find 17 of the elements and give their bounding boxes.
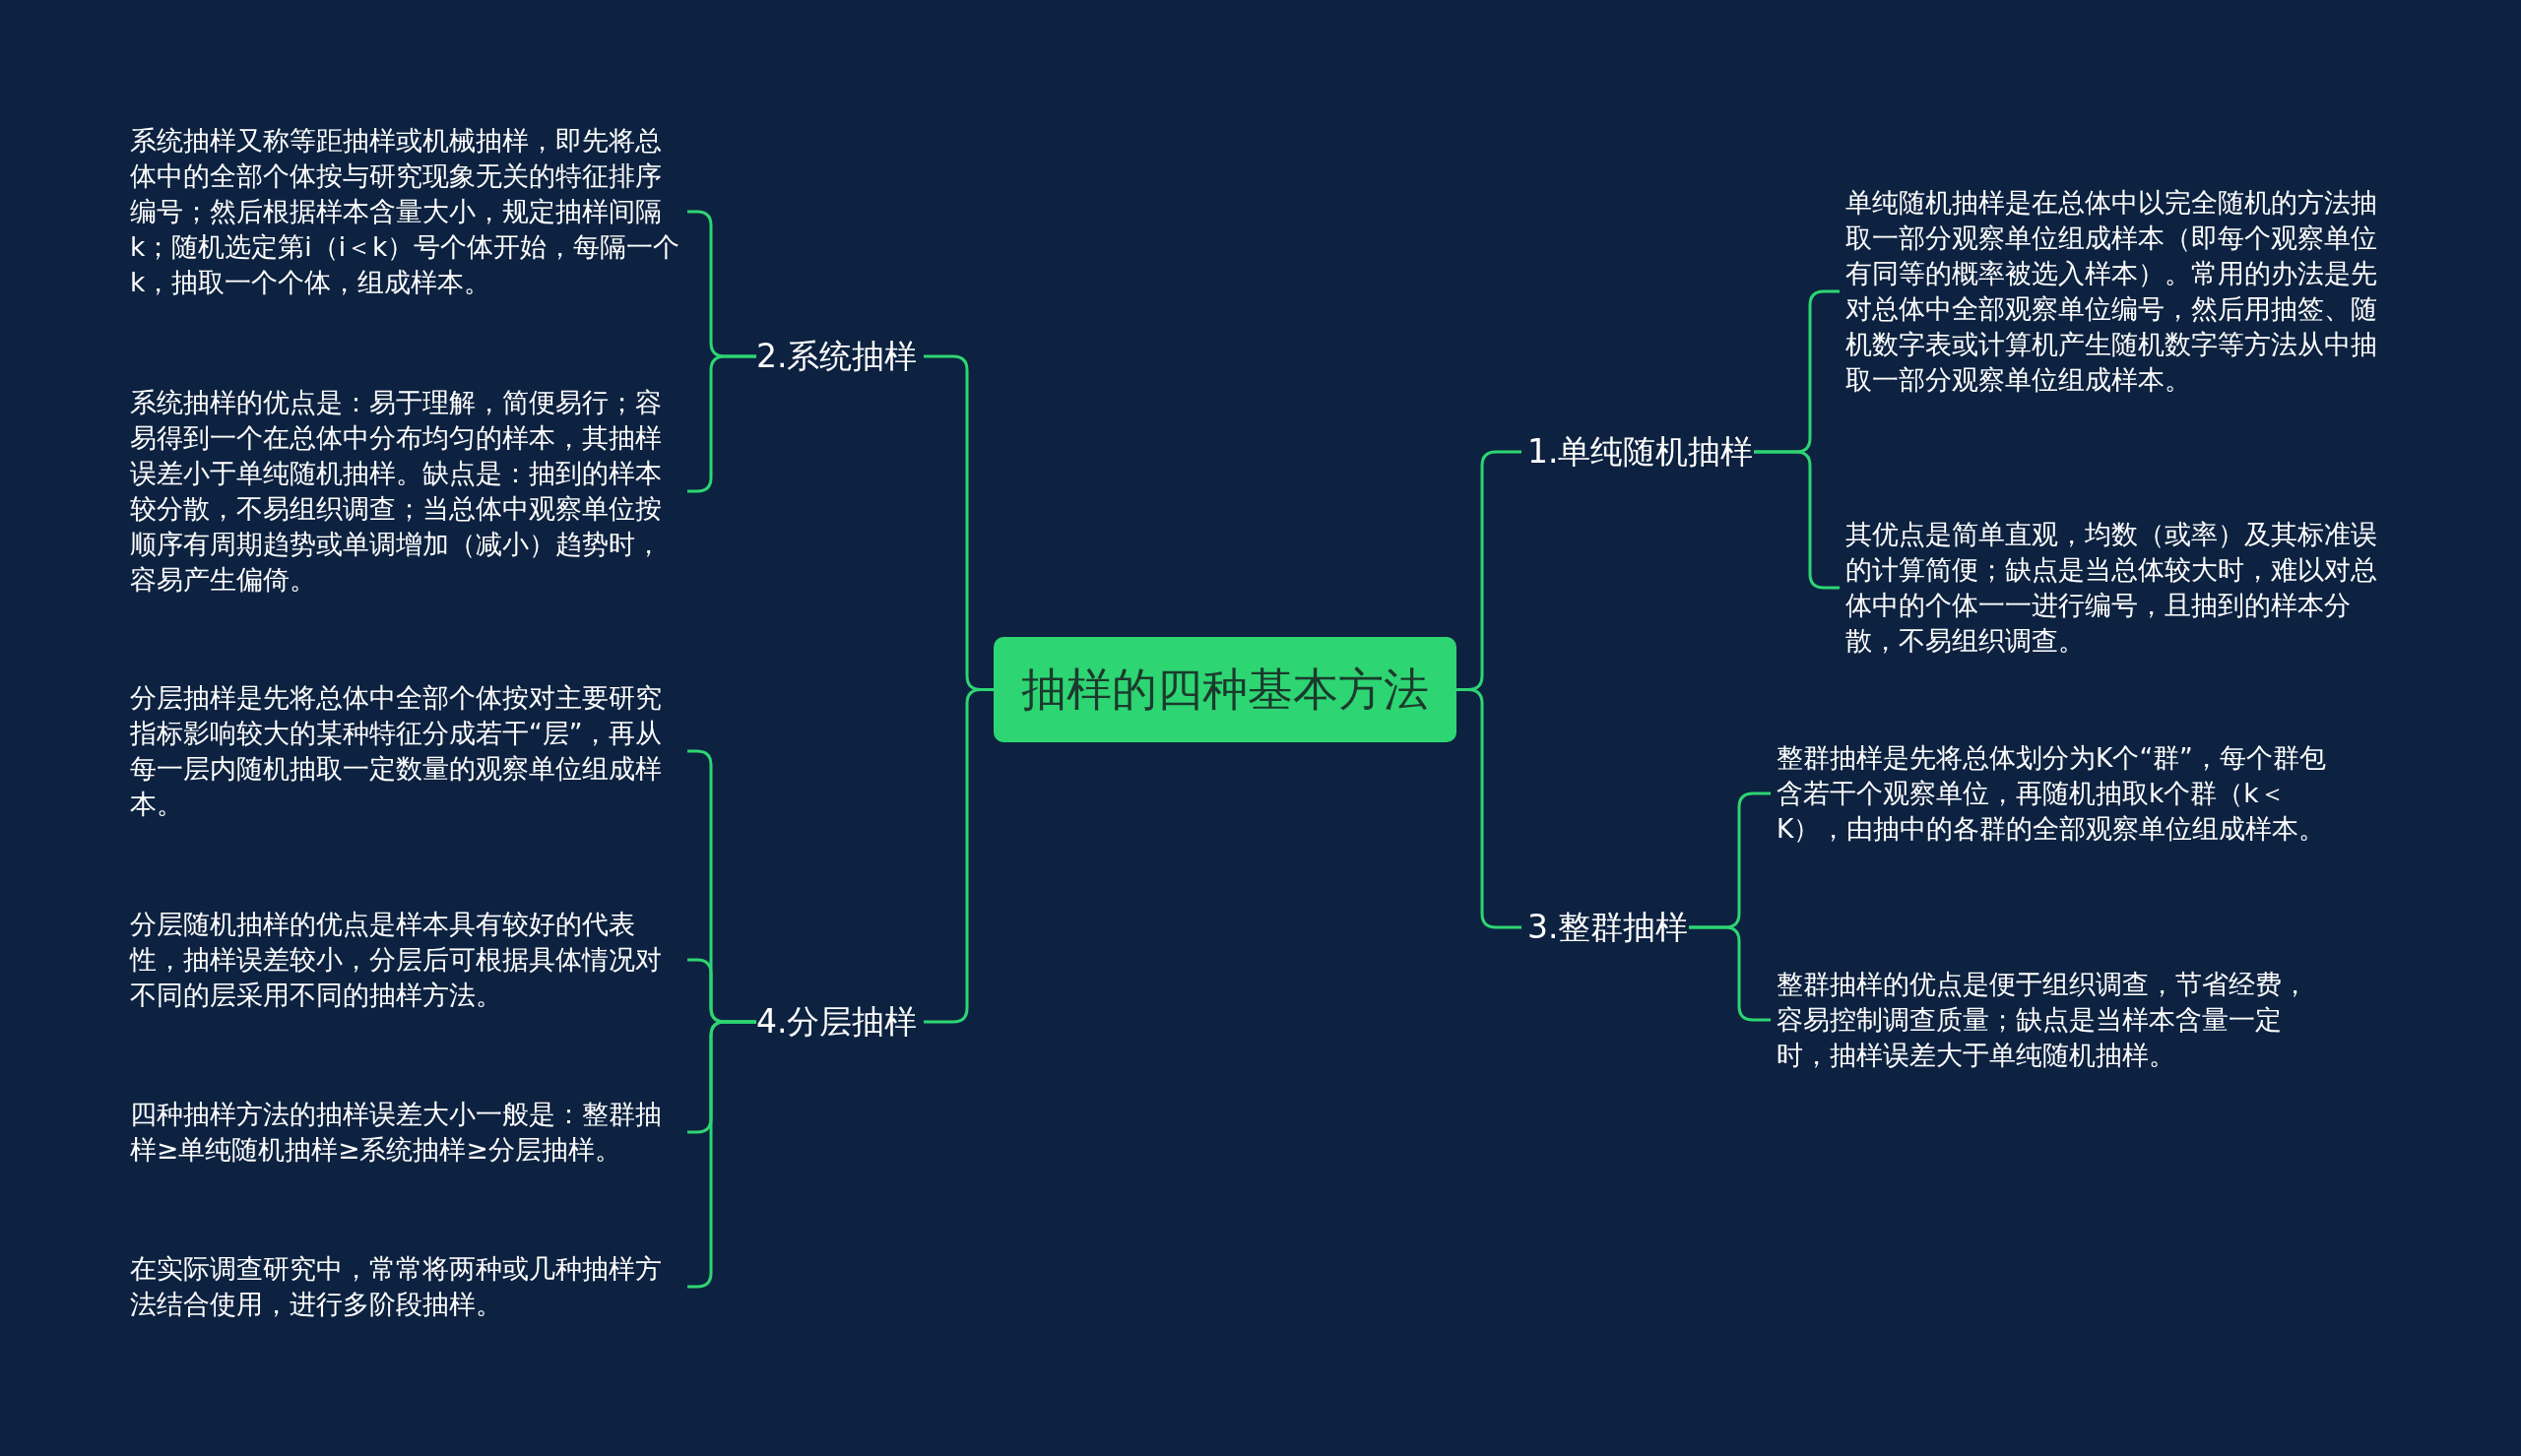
note-text: 整群抽样是先将总体划分为K个“群”，每个群包含若干个观察单位，再随机抽取k个群（k＜K），由抽中的各群的全部观察单位组成样本。 — [1777, 740, 2328, 847]
note-text: 分层抽样是先将总体中全部个体按对主要研究指标影响较大的某种特征分成若干“层”，再从每一层内随机抽取一定数量的观察单位组成样本。 — [130, 680, 681, 822]
branch-topic: 3.整群抽样 — [1527, 906, 1689, 949]
connector-line — [924, 688, 994, 1024]
note-text: 四种抽样方法的抽样误差大小一般是：整群抽样≥单纯随机抽样≥系统抽样≥分层抽样。 — [130, 1097, 681, 1168]
note-text: 在实际调查研究中，常常将两种或几种抽样方法结合使用，进行多阶段抽样。 — [130, 1251, 681, 1322]
note-text: 系统抽样又称等距抽样或机械抽样，即先将总体中的全部个体按与研究现象无关的特征排序编号；然后根据样本含量大小，规定抽样间隔k；随机选定第i（i＜k）号个体开始，每隔一个k，抽取一个个体，组成样本。 — [130, 123, 681, 300]
branch-topic: 4.分层抽样 — [756, 1000, 918, 1044]
connector-line — [1456, 688, 1521, 929]
note-text: 系统抽样的优点是：易于理解，简便易行；容易得到一个在总体中分布均匀的样本，其抽样误差小于单纯随机抽样。缺点是：抽到的样本较分散，不易组织调查；当总体中观察单位按顺序有周期趋势或单调增加（减小）趋势时，容易产生偏倚。 — [130, 385, 681, 598]
note-text: 整群抽样的优点是便于组织调查，节省经费，容易控制调查质量；缺点是当样本含量一定时，抽样误差大于单纯随机抽样。 — [1777, 967, 2328, 1073]
note-text: 其优点是简单直观，均数（或率）及其标准误的计算简便；缺点是当总体较大时，难以对总体中的个体一一进行编号，且抽到的样本分散，不易组织调查。 — [1845, 517, 2397, 659]
note-text: 分层随机抽样的优点是样本具有较好的代表性，抽样误差较小，分层后可根据具体情况对不同的层采用不同的抽样方法。 — [130, 907, 681, 1013]
branch-topic: 2.系统抽样 — [756, 335, 918, 378]
note-text: 单纯随机抽样是在总体中以完全随机的方法抽取一部分观察单位组成样本（即每个观察单位有同等的概率被选入样本）。常用的办法是先对总体中全部观察单位编号，然后用抽签、随机数字表或计算机产生随机数字等方法从中抽取一部分观察单位组成样本。 — [1845, 185, 2397, 398]
branch-topic: 1.单纯随机抽样 — [1527, 430, 1754, 474]
central-topic-box: 抽样的四种基本方法 — [994, 637, 1456, 742]
